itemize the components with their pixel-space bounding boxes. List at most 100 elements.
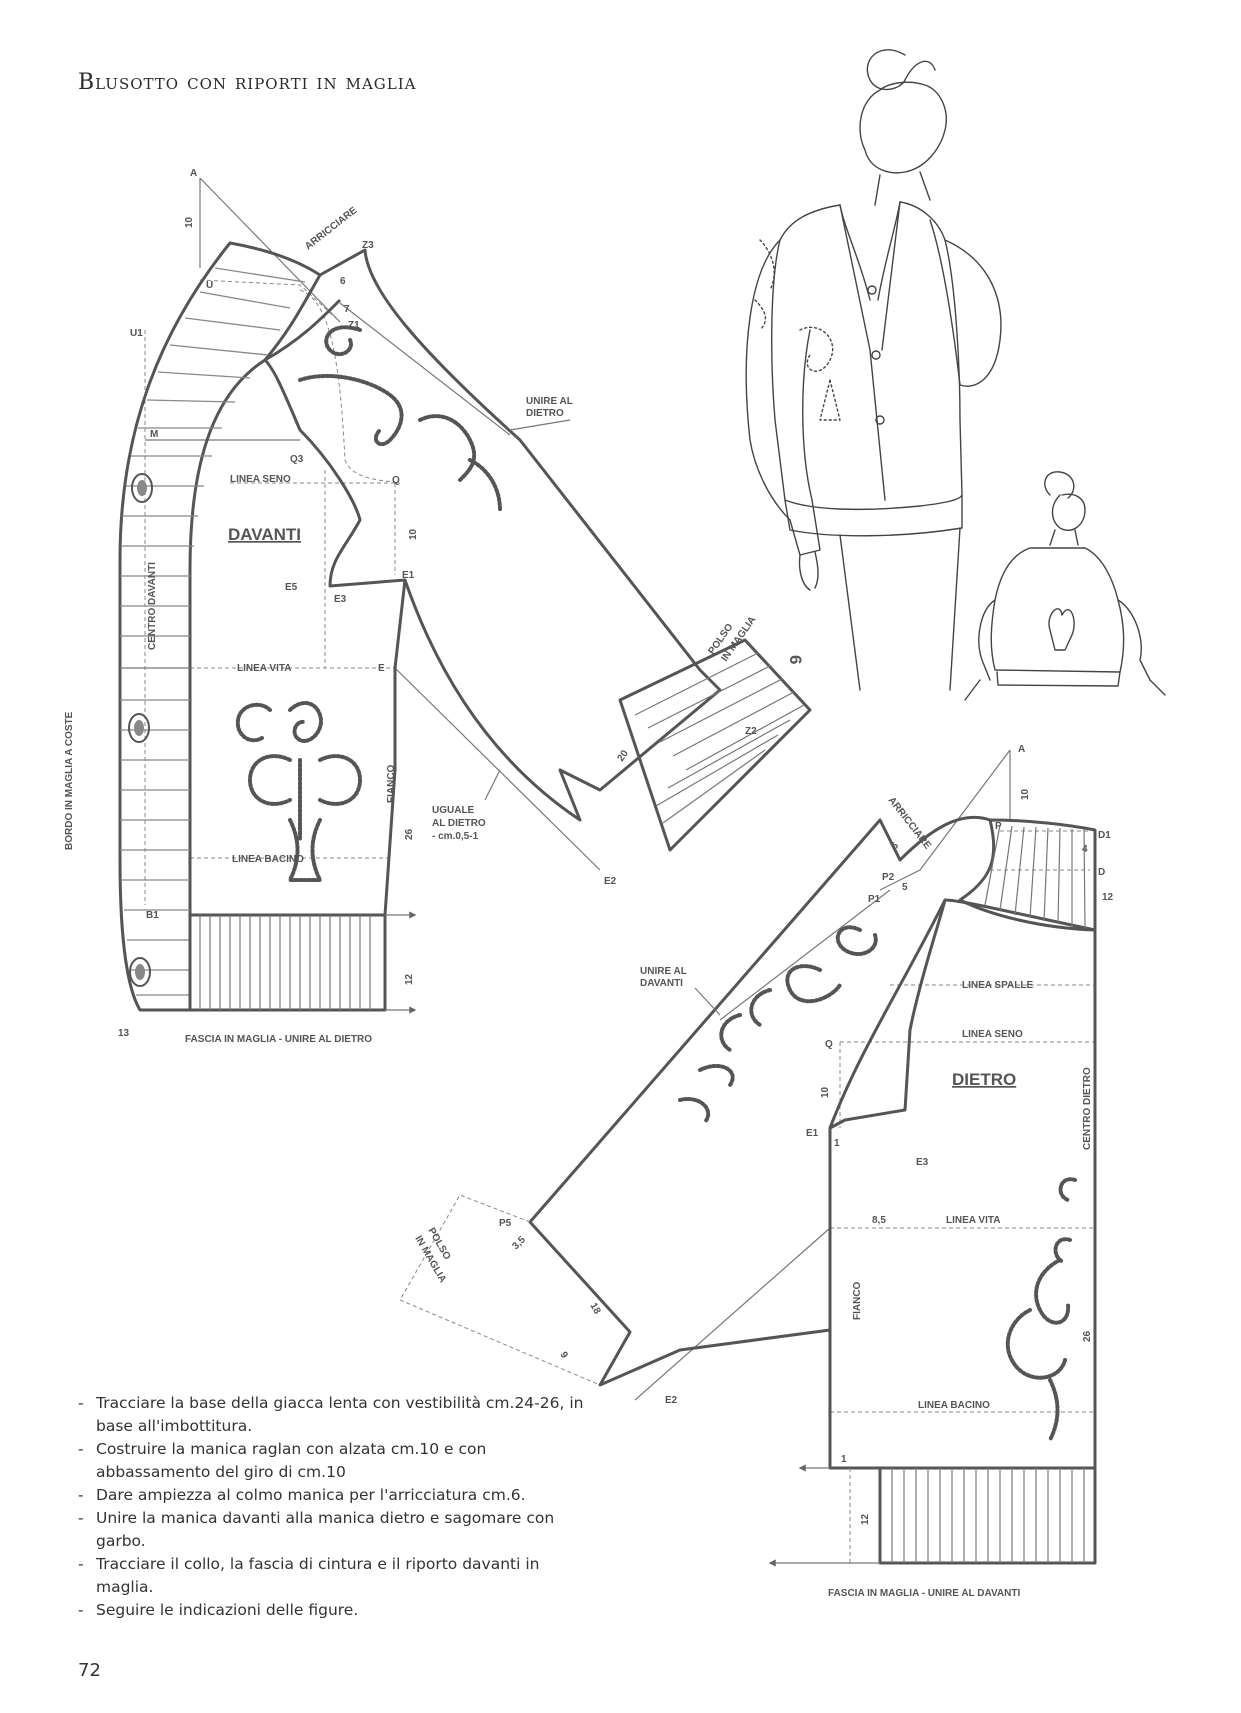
- sketch-button-2: [871, 350, 881, 360]
- back-measure-6: 6: [889, 840, 901, 852]
- front-cuff-ribs: [634, 652, 805, 824]
- instruction-item: Unire la manica davanti alla manica diet…: [78, 1507, 598, 1553]
- back-point-d: D: [1098, 867, 1105, 878]
- front-point-b1: B1: [146, 910, 159, 921]
- back-a-diagonal: [879, 749, 1011, 891]
- front-point-e5: E5: [285, 582, 298, 593]
- front-waistband: [188, 913, 387, 1012]
- back-measure-5: 5: [902, 882, 908, 893]
- back-label-linea-spalle: LINEA SPALLE: [962, 980, 1033, 991]
- front-label-fianco: FIANCO: [386, 764, 397, 803]
- back-sleeve-seam: [719, 889, 891, 1021]
- sketch-neck: [874, 171, 931, 206]
- front-label-fascia: FASCIA IN MAGLIA - UNIRE AL DIETRO: [185, 1034, 372, 1045]
- front-point-z3: Z3: [362, 240, 374, 251]
- sketch-back-neck: [1049, 529, 1079, 546]
- front-point-a: A: [190, 168, 197, 179]
- front-label-uguale-1: UGUALE: [432, 805, 475, 816]
- front-sleeve-outline: [319, 248, 722, 822]
- back-collar: [958, 818, 1097, 932]
- instruction-item: Seguire le indicazioni delle figure.: [78, 1599, 598, 1622]
- front-point-e: E: [378, 663, 385, 674]
- back-point-a: A: [1018, 744, 1025, 755]
- sketch-button-3: [875, 415, 885, 425]
- back-label-fascia: FASCIA IN MAGLIA - UNIRE AL DAVANTI: [828, 1588, 1020, 1599]
- front-point-e3: E3: [334, 594, 347, 605]
- sketch-collar: [839, 201, 901, 301]
- sketch-hair-bow: [866, 49, 936, 91]
- instructions-list: Tracciare la base della giacca lenta con…: [78, 1392, 598, 1622]
- front-waistband-ribs: [199, 915, 371, 1010]
- front-border-ribs: [120, 267, 306, 996]
- back-point-q: Q: [825, 1039, 833, 1050]
- front-sleeve-appliqué: [298, 325, 502, 512]
- back-measure-12a: 12: [1102, 892, 1114, 903]
- sketch-back-jacket: [990, 547, 1125, 673]
- front-measure-10a: 10: [184, 216, 195, 228]
- front-measure-6: 6: [340, 276, 346, 287]
- front-point-z2: Z2: [745, 726, 757, 737]
- front-pattern: A 10 U U1 M ARRICCIARE Z3 6 7 Z1 UNIRE A…: [64, 168, 812, 1045]
- back-measure-9: 9: [557, 1350, 570, 1361]
- back-label-linea-seno: LINEA SENO: [962, 1029, 1023, 1040]
- back-measure-4: 4: [1082, 844, 1088, 855]
- back-cuff-guide: [399, 1194, 601, 1386]
- back-body-appliqué: [1005, 1177, 1077, 1442]
- back-point-d1: D1: [1098, 830, 1111, 841]
- sketch-back-waistband: [996, 671, 1121, 687]
- front-label-unire-2: DIETRO: [526, 408, 564, 419]
- back-label-fianco: FIANCO: [852, 1281, 863, 1320]
- sketch-jacket-body: [771, 201, 963, 511]
- front-point-z1: Z1: [348, 320, 360, 331]
- back-measure-35: 3,5: [510, 1234, 528, 1252]
- front-label-linea-seno: LINEA SENO: [230, 474, 291, 485]
- sketch-back-appliqué: [1048, 608, 1075, 651]
- back-sleeve-appliqué: [719, 925, 878, 1052]
- front-body-outline: [188, 298, 407, 917]
- sketch-hand: [798, 551, 819, 591]
- front-armhole-guide: [299, 289, 396, 483]
- back-waistband-ribs: [891, 1468, 1085, 1563]
- front-label-uguale-2: AL DIETRO: [432, 818, 486, 829]
- front-sleeve-seam: [339, 302, 511, 436]
- front-buttons: [128, 473, 153, 987]
- back-sleeve-appliqué-2: [678, 1064, 735, 1124]
- front-label-linea-vita: LINEA VITA: [237, 663, 291, 674]
- sketch-jacket-front-edge: [839, 201, 901, 501]
- instruction-item: Dare ampiezza al colmo manica per l'arri…: [78, 1484, 598, 1507]
- front-measure-12: 12: [404, 973, 415, 985]
- back-label-unire-1: UNIRE AL: [640, 966, 687, 977]
- back-collar-ribs: [984, 824, 1086, 929]
- front-a-diagonal: [199, 177, 341, 323]
- front-label-bordo: BORDO IN MAGLIA A COSTE: [64, 711, 75, 850]
- sketch-skirt: [839, 527, 961, 691]
- sketch-head: [859, 81, 947, 174]
- front-measure-10b: 10: [408, 528, 419, 540]
- front-unire-leader: [509, 419, 571, 431]
- back-point-e3: E3: [916, 1157, 929, 1168]
- back-measure-12b: 12: [860, 1513, 871, 1525]
- fashion-sketch-back: [964, 471, 1166, 701]
- back-measure-10b: 10: [820, 1086, 831, 1098]
- back-point-e1: E1: [806, 1128, 819, 1139]
- front-measure-6b: 6: [786, 655, 805, 664]
- back-body-outline: [828, 830, 1097, 1470]
- front-knit-border: [118, 241, 322, 1012]
- front-label-centro-davanti: CENTRO DAVANTI: [147, 562, 158, 650]
- front-neck-guide: [199, 279, 341, 323]
- front-point-q3: Q3: [290, 454, 304, 465]
- back-label-unire-2: DAVANTI: [640, 978, 683, 989]
- back-measure-18: 18: [587, 1301, 602, 1317]
- front-piece-name: DAVANTI: [228, 525, 301, 544]
- front-point-e1: E1: [402, 570, 415, 581]
- back-measure-85: 8,5: [872, 1215, 886, 1226]
- page-title: Blusotto con riporti in maglia: [78, 70, 417, 95]
- instruction-item: Costruire la manica raglan con alzata cm…: [78, 1438, 598, 1484]
- sketch-button-1: [867, 285, 877, 295]
- sketch-back-hands: [964, 679, 1166, 701]
- front-point-u: U: [206, 280, 213, 291]
- back-point-p: P: [995, 821, 1002, 832]
- front-point-e2: E2: [604, 876, 617, 887]
- sketch-right-arm-inner: [929, 219, 961, 386]
